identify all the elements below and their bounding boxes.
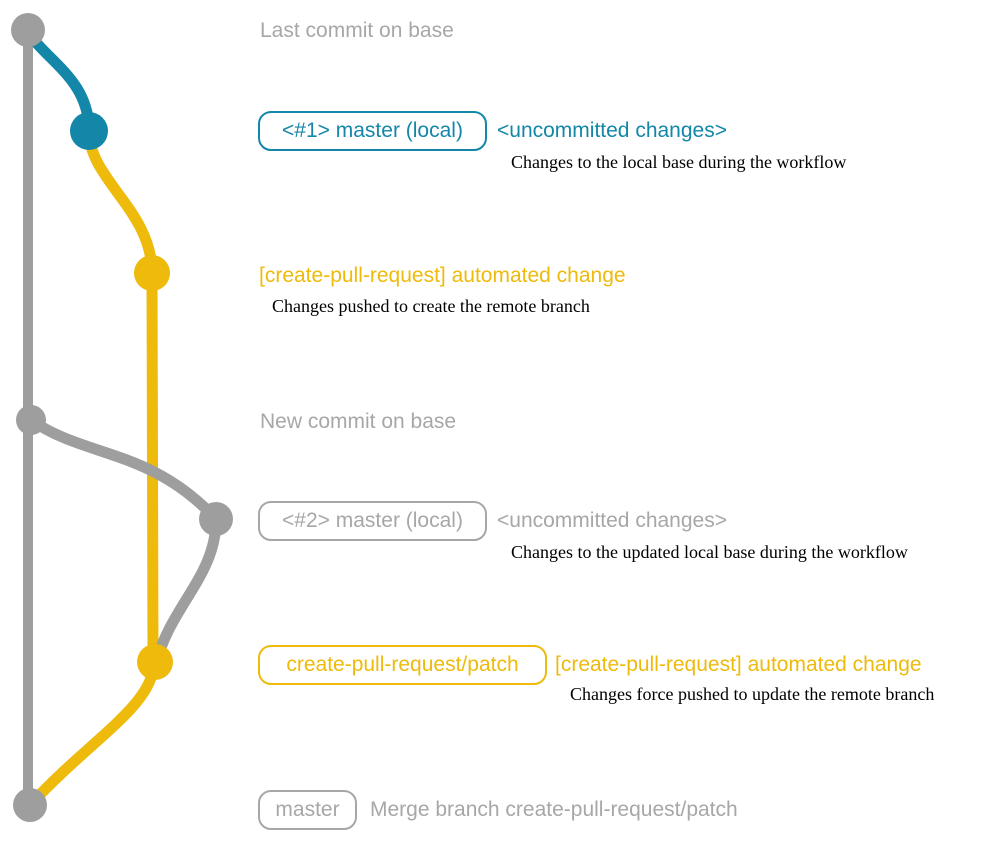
- branch-badge-master: master: [258, 790, 357, 830]
- branch-badge-master-local-2: <#2> master (local): [258, 501, 487, 541]
- commit-title-automated-change-1: [create-pull-request] automated change: [259, 264, 626, 287]
- commit-node-merge: [13, 788, 47, 822]
- commit-node-last-base: [11, 13, 45, 47]
- commit-node-local-2: [199, 502, 233, 536]
- commit-title-automated-change-2: [create-pull-request] automated change: [555, 653, 922, 676]
- description-local-base-changes: Changes to the local base during the wor…: [511, 152, 847, 172]
- commit-node-new-base: [16, 405, 46, 435]
- label-last-commit-on-base: Last commit on base: [260, 19, 454, 42]
- description-force-push-update: Changes force pushed to update the remot…: [570, 684, 935, 704]
- label-merge-branch: Merge branch create-pull-request/patch: [370, 798, 738, 821]
- label-new-commit-on-base: New commit on base: [260, 410, 457, 433]
- branch-badge-master-local-1: <#1> master (local): [258, 111, 487, 151]
- patch-branch-merge-line: [26, 656, 160, 809]
- status-uncommitted-changes-2: <uncommitted changes>: [497, 509, 727, 532]
- status-uncommitted-changes-1: <uncommitted changes>: [497, 119, 727, 142]
- description-push-create-remote: Changes pushed to create the remote bran…: [272, 296, 590, 316]
- patch-branch-line: [83, 125, 159, 668]
- rebase-line-upper: [25, 414, 222, 525]
- branch-badge-create-pull-request-patch: create-pull-request/patch: [258, 645, 547, 685]
- description-updated-local-base: Changes to the updated local base during…: [511, 542, 908, 562]
- rebase-line-lower: [151, 514, 222, 666]
- commit-node-patch-2: [137, 644, 173, 680]
- commit-node-patch-1: [134, 255, 170, 291]
- commit-node-local-1: [70, 112, 108, 150]
